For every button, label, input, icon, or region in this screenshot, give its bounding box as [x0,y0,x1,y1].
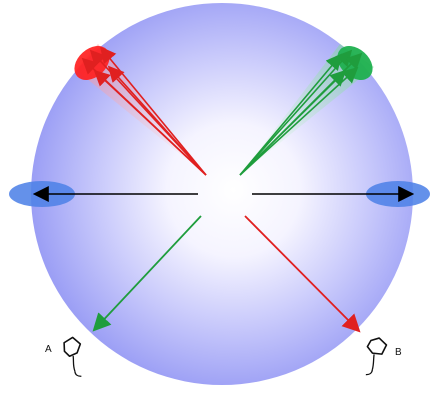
detector-icon [352,335,391,376]
detector-icon [56,335,96,378]
detector-a: A [45,335,96,378]
detector-a-label: A [45,344,52,355]
detector-b: B [352,335,402,376]
detector-b-label: B [395,347,402,358]
